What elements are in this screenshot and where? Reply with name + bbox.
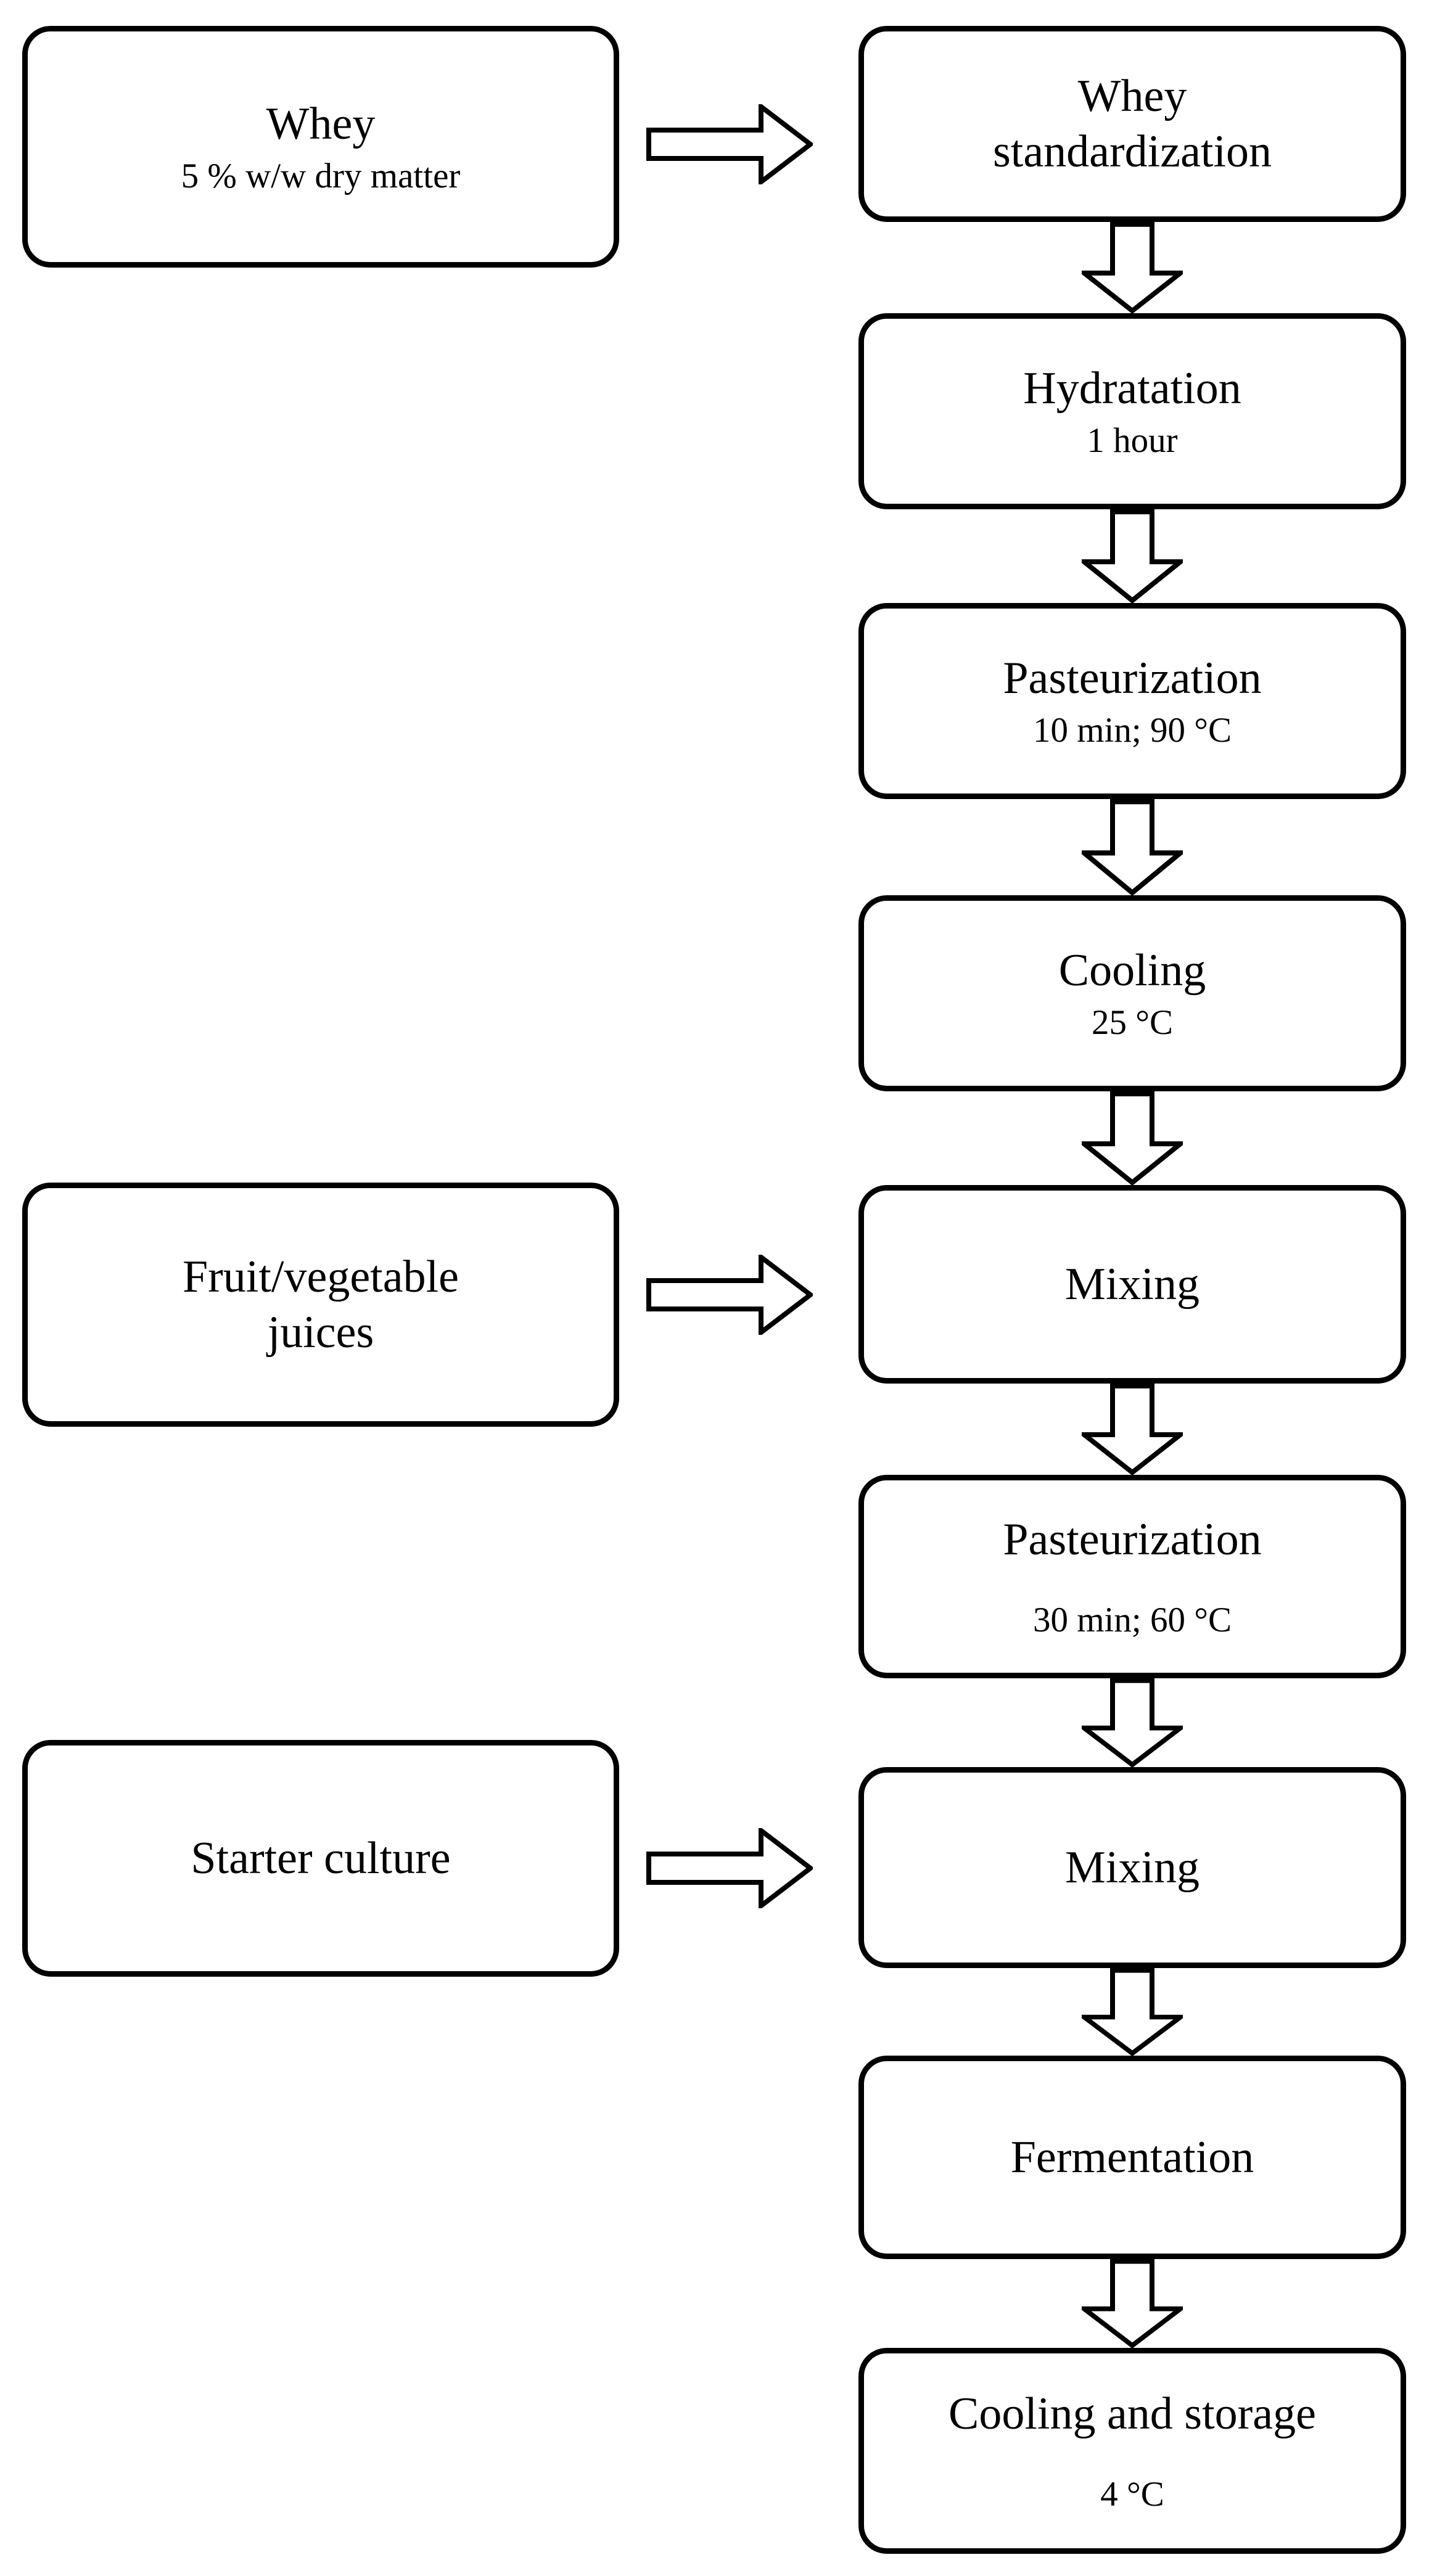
box-title: Whey standardization	[992, 70, 1272, 177]
box-title: Mixing	[1065, 1258, 1200, 1310]
block-arrow-down-8-icon	[1082, 2259, 1183, 2348]
box-title: Hydratation	[1023, 363, 1241, 414]
box-title: Mixing	[1065, 1842, 1200, 1893]
block-arrow-down-2-icon	[1082, 509, 1183, 603]
block-arrow-right-starter-icon	[646, 1828, 813, 1908]
box-title: Whey	[266, 98, 376, 149]
block-arrow-right-whey-icon	[646, 104, 813, 184]
block-arrow-down-4-icon	[1082, 1091, 1183, 1185]
block-arrow-down-3-icon	[1082, 799, 1183, 895]
step-box-mixing-2: Mixing	[858, 1767, 1406, 1968]
step-box-fermentation: Fermentation	[858, 2056, 1406, 2259]
input-box-starter-culture: Starter culture	[22, 1740, 619, 1977]
block-arrow-down-1-icon	[1082, 222, 1183, 313]
step-box-whey-standardization: Whey standardization	[858, 26, 1406, 222]
box-title: Cooling	[1058, 945, 1206, 996]
input-box-fruit-vegetable-juices: Fruit/vegetable juices	[22, 1183, 619, 1427]
box-subtitle: 30 min; 60 °C	[1032, 1600, 1232, 1639]
box-subtitle: 1 hour	[1087, 420, 1178, 460]
box-subtitle: 25 °C	[1091, 1003, 1174, 1042]
block-arrow-right-juices-icon	[646, 1255, 813, 1335]
block-arrow-down-7-icon	[1082, 1968, 1183, 2056]
box-title: Starter culture	[191, 1832, 451, 1884]
box-title: Pasteurization	[1003, 1514, 1262, 1565]
step-box-mixing-1: Mixing	[858, 1185, 1406, 1384]
step-box-cooling: Cooling 25 °C	[858, 895, 1406, 1091]
box-subtitle: 4 °C	[1100, 2474, 1164, 2514]
box-title: Pasteurization	[1003, 652, 1262, 703]
step-box-hydratation: Hydratation 1 hour	[858, 313, 1406, 509]
step-box-cooling-and-storage: Cooling and storage 4 °C	[858, 2348, 1406, 2554]
box-subtitle: 10 min; 90 °C	[1032, 710, 1232, 750]
step-box-pasteurization-2: Pasteurization 30 min; 60 °C	[858, 1475, 1406, 1678]
box-title: Fermentation	[1010, 2131, 1254, 2183]
block-arrow-down-5-icon	[1082, 1384, 1183, 1475]
input-box-whey: Whey 5 % w/w dry matter	[22, 26, 619, 268]
box-title: Fruit/vegetable juices	[183, 1251, 459, 1358]
box-subtitle: 5 % w/w dry matter	[181, 156, 461, 195]
step-box-pasteurization-1: Pasteurization 10 min; 90 °C	[858, 603, 1406, 799]
box-title: Cooling and storage	[948, 2388, 1316, 2439]
block-arrow-down-6-icon	[1082, 1678, 1183, 1767]
